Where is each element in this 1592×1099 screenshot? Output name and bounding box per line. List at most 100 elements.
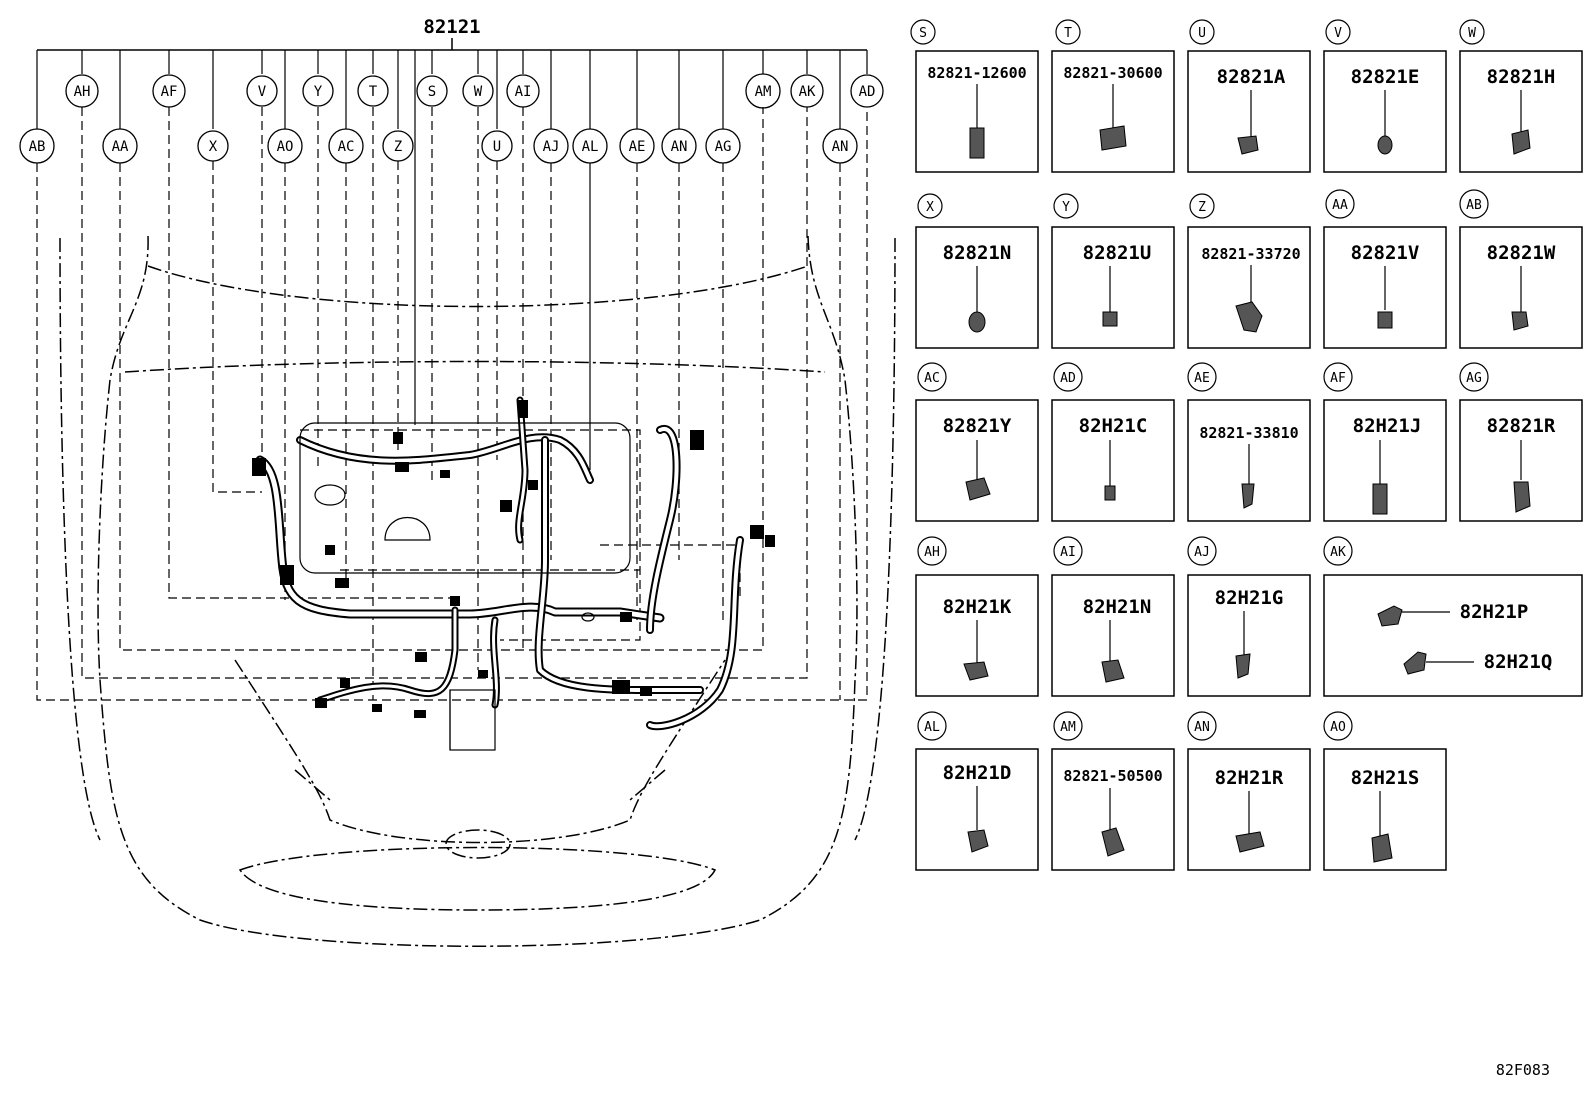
vehicle-body-outline xyxy=(59,235,896,947)
callout-ac[interactable]: AC xyxy=(328,128,364,164)
svg-text:AK: AK xyxy=(1330,545,1346,560)
callout-am[interactable]: AM xyxy=(745,73,781,109)
svg-text:82821A: 82821A xyxy=(1217,66,1286,88)
svg-text:82821-33720: 82821-33720 xyxy=(1201,245,1300,263)
svg-text:AF: AF xyxy=(1330,371,1346,386)
legend-cell-s[interactable]: S 82821-12600 xyxy=(910,19,1039,173)
legend-cell-v[interactable]: V 82821E xyxy=(1323,19,1447,173)
legend-cell-ac[interactable]: AC 82821Y xyxy=(915,362,1039,522)
legend-cell-ae[interactable]: AE 82821-33810 xyxy=(1187,362,1311,522)
svg-text:AA: AA xyxy=(1332,198,1348,213)
main-part-number[interactable]: 82121 xyxy=(423,16,480,38)
legend-cell-al[interactable]: AL 82H21D xyxy=(915,711,1039,871)
callout-t[interactable]: T xyxy=(357,75,389,107)
svg-text:AB: AB xyxy=(29,139,46,155)
callout-ao[interactable]: AO xyxy=(267,128,303,164)
svg-text:Y: Y xyxy=(314,84,323,100)
svg-text:U: U xyxy=(1198,26,1206,41)
legend-cell-y[interactable]: Y 82821U xyxy=(1051,193,1175,349)
legend-cell-x[interactable]: X 82821N xyxy=(915,193,1039,349)
legend-cell-ag[interactable]: AG 82821R xyxy=(1459,362,1583,522)
svg-text:AJ: AJ xyxy=(1194,545,1210,560)
svg-text:AM: AM xyxy=(1060,720,1076,735)
callout-v[interactable]: V xyxy=(246,75,278,107)
callout-ah[interactable]: AH xyxy=(65,74,99,108)
legend-cell-u[interactable]: U 82821A xyxy=(1187,19,1311,173)
svg-text:X: X xyxy=(209,139,218,155)
callout-w[interactable]: W xyxy=(462,75,494,107)
svg-text:AL: AL xyxy=(582,139,599,155)
svg-text:AA: AA xyxy=(112,139,129,155)
callout-aa[interactable]: AA xyxy=(102,128,138,164)
svg-text:82821U: 82821U xyxy=(1083,242,1152,264)
callout-ai[interactable]: AI xyxy=(506,74,540,108)
callout-ab[interactable]: AB xyxy=(19,128,55,164)
svg-text:T: T xyxy=(369,84,378,100)
legend-cell-ah[interactable]: AH 82H21K xyxy=(915,536,1039,697)
callout-s[interactable]: S xyxy=(416,75,448,107)
legend-cell-w[interactable]: W 82821H xyxy=(1459,19,1583,173)
svg-text:82821W: 82821W xyxy=(1487,242,1556,264)
legend-cell-ai[interactable]: AI 82H21N xyxy=(1051,536,1175,697)
svg-text:82H21D: 82H21D xyxy=(943,762,1012,784)
svg-text:Z: Z xyxy=(1198,200,1206,215)
svg-text:82821E: 82821E xyxy=(1351,66,1420,88)
callout-ag[interactable]: AG xyxy=(705,128,741,164)
legend-cell-ak[interactable]: AK 82H21P 82H21Q xyxy=(1323,536,1583,697)
svg-text:82H21G: 82H21G xyxy=(1215,587,1284,609)
legend-cell-t[interactable]: T 82821-30600 xyxy=(1051,19,1175,173)
svg-text:82H21Q: 82H21Q xyxy=(1484,651,1553,673)
callout-u[interactable]: U xyxy=(481,130,513,162)
svg-text:82821-30600: 82821-30600 xyxy=(1063,64,1162,82)
svg-text:82H21K: 82H21K xyxy=(943,596,1012,618)
legend-cell-an[interactable]: AN 82H21R xyxy=(1187,711,1311,871)
svg-text:82821Y: 82821Y xyxy=(943,415,1012,437)
svg-text:W: W xyxy=(1468,26,1476,41)
connector-legend: S 82821-12600 T 82821-30600 U 82821A V xyxy=(910,19,1583,871)
svg-text:W: W xyxy=(474,84,483,100)
harness-connectors xyxy=(252,400,775,718)
callout-z[interactable]: Z xyxy=(382,130,414,162)
svg-text:AB: AB xyxy=(1466,198,1482,213)
callout-ak[interactable]: AK xyxy=(790,74,824,108)
callout-al[interactable]: AL xyxy=(572,128,608,164)
callout-af[interactable]: AF xyxy=(152,74,186,108)
svg-text:82H21J: 82H21J xyxy=(1353,415,1422,437)
engine-wire-harness xyxy=(255,396,744,731)
legend-cell-ab[interactable]: AB 82821W xyxy=(1459,189,1583,349)
callout-an-right[interactable]: AN xyxy=(822,128,858,164)
svg-text:82821-50500: 82821-50500 xyxy=(1063,767,1162,785)
callout-aj[interactable]: AJ xyxy=(533,128,569,164)
legend-cell-z[interactable]: Z 82821-33720 xyxy=(1187,193,1311,349)
drawing-code: 82F083 xyxy=(1496,1061,1550,1079)
leader-lines xyxy=(36,50,868,470)
legend-cell-aj[interactable]: AJ 82H21G xyxy=(1187,536,1311,697)
callout-x[interactable]: X xyxy=(197,130,229,162)
legend-cell-aa[interactable]: AA 82821V xyxy=(1323,189,1447,349)
callout-an-left[interactable]: AN xyxy=(661,128,697,164)
svg-text:Z: Z xyxy=(394,139,402,155)
svg-text:AO: AO xyxy=(277,139,294,155)
svg-text:AC: AC xyxy=(338,139,355,155)
svg-text:AG: AG xyxy=(715,139,732,155)
svg-text:82821V: 82821V xyxy=(1351,242,1420,264)
legend-cell-ad[interactable]: AD 82H21C xyxy=(1051,362,1175,522)
svg-text:T: T xyxy=(1064,26,1072,41)
svg-text:82H21R: 82H21R xyxy=(1215,767,1284,789)
svg-text:AE: AE xyxy=(629,139,646,155)
callout-ae[interactable]: AE xyxy=(619,128,655,164)
svg-text:82H21C: 82H21C xyxy=(1079,415,1148,437)
svg-text:U: U xyxy=(493,139,501,155)
legend-cell-ao[interactable]: AO 82H21S xyxy=(1323,711,1447,871)
legend-cell-am[interactable]: AM 82821-50500 xyxy=(1051,711,1175,871)
svg-text:V: V xyxy=(258,84,267,100)
callout-ad[interactable]: AD xyxy=(850,74,884,108)
svg-text:82821H: 82821H xyxy=(1487,66,1556,88)
svg-text:AM: AM xyxy=(755,84,772,100)
svg-text:82821-12600: 82821-12600 xyxy=(927,64,1026,82)
callout-labels: AH AF V Y T S W AI AM AK AD AB AA X AO A… xyxy=(19,73,884,164)
legend-cell-af[interactable]: AF 82H21J xyxy=(1323,362,1447,522)
svg-text:AH: AH xyxy=(924,545,940,560)
callout-y[interactable]: Y xyxy=(302,75,334,107)
